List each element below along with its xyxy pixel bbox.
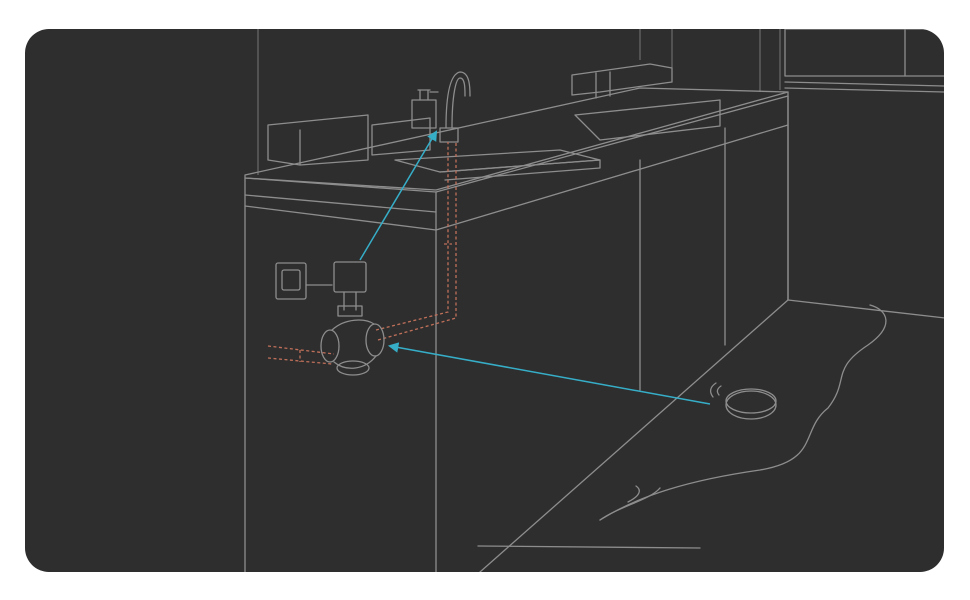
signal-arrows: [359, 130, 711, 405]
back-wall: [257, 29, 781, 175]
countertop: [244, 87, 789, 231]
kitchen-diagram: [244, 29, 944, 572]
leak-sensor-icon: [709, 382, 777, 420]
diagram-frame: [25, 29, 944, 572]
counter-items: [267, 63, 673, 166]
side-wall: [787, 91, 944, 319]
water-pipe: [267, 142, 457, 365]
sensor-to-valve-arrow: [387, 342, 711, 405]
window: [784, 29, 944, 93]
sink-faucet-icon: [439, 71, 471, 143]
valve-to-faucet-arrow: [359, 130, 438, 261]
motorized-valve-icon: [320, 261, 385, 376]
soap-dispenser-icon: [411, 89, 439, 129]
wall-socket-icon: [275, 262, 333, 300]
cabinets: [244, 124, 789, 572]
water-puddle-icon: [599, 304, 887, 521]
floor: [477, 299, 789, 572]
